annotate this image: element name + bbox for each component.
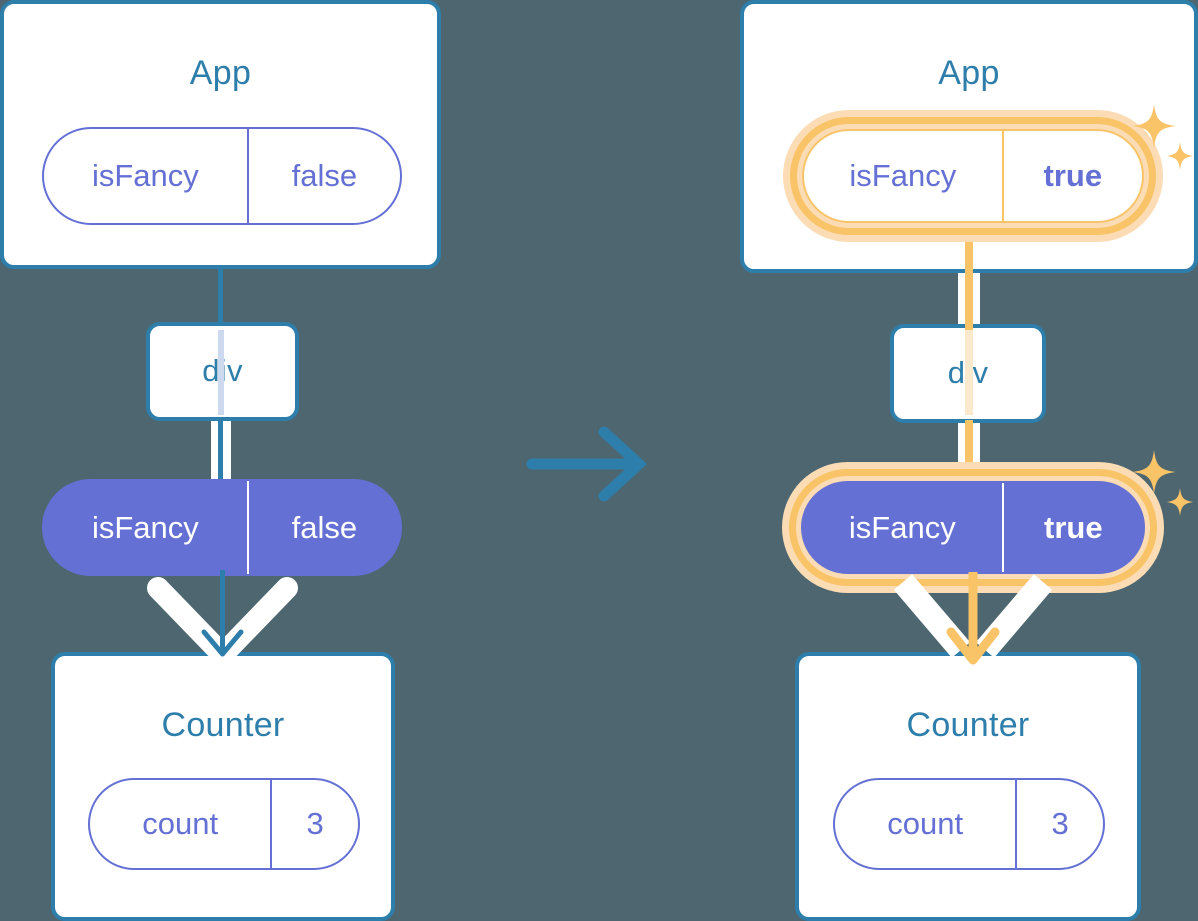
counter-state-value-left: 3 [270, 780, 358, 868]
prop-key-left: isFancy [91, 509, 199, 545]
div-inner-line-left [218, 330, 224, 415]
app-state-highlight-ring-right [790, 117, 1156, 235]
counter-title-right: Counter [906, 706, 1030, 744]
prop-flow-arrow-right [873, 572, 1073, 677]
connector-app-to-div-right [965, 180, 973, 330]
arrow-down-icon [147, 570, 298, 659]
prop-value-left: false [246, 481, 400, 574]
prop-pill-left[interactable]: isFancy false [42, 479, 402, 576]
counter-title-left: Counter [161, 706, 285, 744]
arrow-right-icon [526, 426, 648, 502]
prop-pill-right[interactable]: isFancy true [801, 481, 1145, 574]
arrow-down-icon [893, 572, 1053, 665]
sparkle-icon [1132, 104, 1193, 170]
counter-state-key-right: count [887, 806, 964, 841]
prop-sparkle-right [1130, 444, 1198, 524]
counter-state-key-left: count [142, 806, 219, 841]
counter-state-pill-left[interactable]: count 3 [88, 778, 360, 870]
app-state-key-left: isFancy [91, 158, 199, 193]
div-inner-line-right [965, 330, 973, 415]
counter-state-value-right: 3 [1015, 780, 1103, 868]
counter-state-pill-right[interactable]: count 3 [833, 778, 1105, 870]
app-state-key-right: isFancy [849, 158, 957, 193]
connector-div-to-prop-right [965, 420, 973, 486]
app-title-left: App [189, 54, 252, 92]
transition-arrow [526, 424, 656, 504]
app-state-value-right: true [1001, 131, 1142, 221]
app-state-value-left: false [246, 129, 400, 223]
prop-key-right: isFancy [848, 509, 956, 545]
app-state-pill-left[interactable]: isFancy false [42, 127, 402, 225]
sparkle-icon [1132, 450, 1193, 516]
app-state-sparkle-right [1130, 98, 1198, 178]
app-title-right: App [938, 54, 1000, 92]
app-state-pill-right[interactable]: isFancy true [802, 129, 1144, 223]
prop-flow-arrow-left [130, 570, 315, 675]
prop-value-right: true [1001, 483, 1143, 572]
connector-div-to-prop-left [218, 418, 223, 484]
